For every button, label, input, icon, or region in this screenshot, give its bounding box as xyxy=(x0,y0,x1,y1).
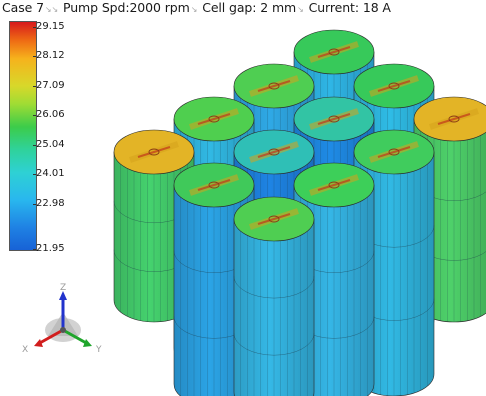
hotspot-core xyxy=(257,80,291,92)
mesh-ring xyxy=(233,276,315,299)
y-arrow-icon xyxy=(83,339,92,347)
legend-tick: 26.06 xyxy=(33,109,65,120)
terminal-icon xyxy=(448,115,460,123)
title-bar: Case 7↘↘ Pump Spd:2000 rpm↘ Cell gap: 2 … xyxy=(2,0,391,16)
battery-cell[interactable] xyxy=(233,196,315,396)
terminal-icon xyxy=(208,181,220,189)
separator-icon: ↘↘ xyxy=(44,5,59,14)
case-label: Case 7 xyxy=(2,0,44,15)
hotspot-core xyxy=(197,113,231,125)
mesh-ring xyxy=(233,333,315,356)
terminal-icon xyxy=(388,148,400,156)
triad-origin-icon xyxy=(60,327,66,333)
terminal-icon xyxy=(208,115,220,123)
terminal-icon xyxy=(148,148,160,156)
legend-tick: 24.01 xyxy=(33,168,65,179)
hotspot-core xyxy=(317,179,351,191)
y-axis-icon xyxy=(62,328,89,346)
terminal-icon xyxy=(388,82,400,90)
pump-speed-label: Pump Spd:2000 rpm xyxy=(63,0,190,15)
legend-tick: 28.12 xyxy=(33,50,65,61)
hotspot-core xyxy=(317,46,351,58)
hotspot-core xyxy=(257,146,291,158)
terminal-icon xyxy=(268,82,280,90)
current-label: Current: 18 A xyxy=(308,0,391,15)
legend-tick: 27.09 xyxy=(33,80,65,91)
terminal-icon xyxy=(268,148,280,156)
separator-icon: ↘ xyxy=(297,5,304,14)
cell-gap-label: Cell gap: 2 mm xyxy=(202,0,297,15)
hotspot-core xyxy=(257,213,291,225)
x-axis-icon xyxy=(37,328,64,346)
hotspot-core xyxy=(377,146,411,158)
legend-tick: 25.04 xyxy=(33,139,65,150)
hotspot-core xyxy=(137,146,171,158)
y-axis-label: Y xyxy=(95,345,102,355)
legend-tick: 22.98 xyxy=(33,198,65,209)
separator-icon: ↘ xyxy=(190,5,198,14)
orientation-triad[interactable]: Z X Y xyxy=(18,280,108,360)
x-axis-label: X xyxy=(22,345,28,355)
terminal-icon xyxy=(268,215,280,223)
legend-tick: 21.95 xyxy=(33,243,65,254)
terminal-icon xyxy=(328,48,340,56)
x-arrow-icon xyxy=(34,339,43,347)
hotspot-core xyxy=(317,113,351,125)
legend-tick: 29.15 xyxy=(33,21,65,32)
hotspot-core xyxy=(437,113,471,125)
hotspot-core xyxy=(377,80,411,92)
color-legend-bar xyxy=(9,21,37,251)
terminal-icon xyxy=(328,115,340,123)
terminal-icon xyxy=(328,181,340,189)
hotspot-core xyxy=(197,179,231,191)
z-arrow-icon xyxy=(59,291,67,300)
z-axis-label: Z xyxy=(60,283,66,293)
